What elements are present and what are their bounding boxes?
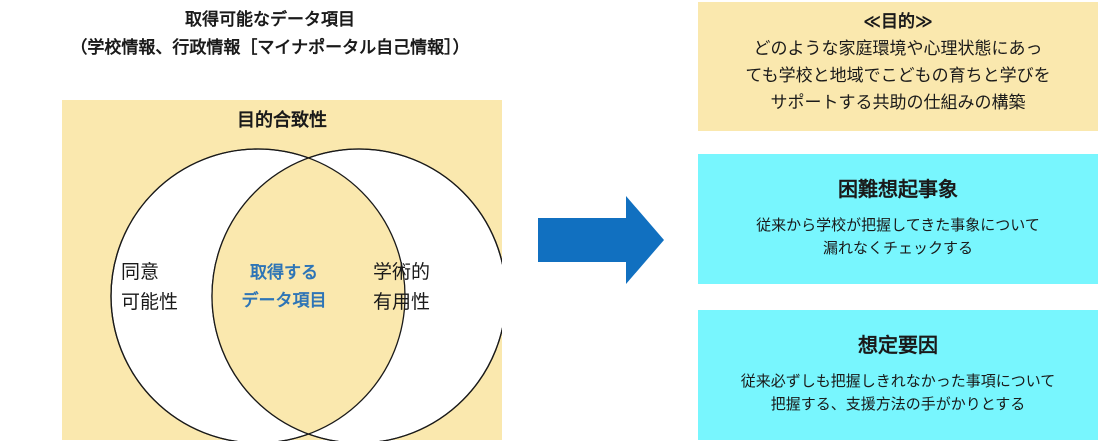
- right-arrow-icon: [538, 196, 664, 284]
- heading-line-2: （学校情報、行政情報［マイナポータル自己情報］）: [70, 38, 470, 58]
- difficulty-events-box: 困難想起事象 従来から学校が把握してきた事象について 漏れなくチェックする: [698, 154, 1098, 284]
- target-data-label-line-1: 取得する: [250, 262, 318, 283]
- purpose-box: ≪目的≫ どのような家庭環境や心理状態にあっ ても学校と地域でこどもの育ちと学び…: [698, 2, 1098, 131]
- assumed-factors-body: 従来必ずしも把握しきれなかった事項について 把握する、支援方法の手がかりとする: [698, 370, 1098, 416]
- data-items-heading: 取得可能なデータ項目 （学校情報、行政情報［マイナポータル自己情報］）: [20, 6, 520, 62]
- venn-diagram: 目的合致性 同意 可能性 学術的 有用性 取得する データ項目: [110, 109, 502, 441]
- difficulty-events-line: 従来から学校が把握してきた事象について: [756, 216, 1040, 234]
- consent-label-line-1: 同意: [121, 261, 159, 283]
- purpose-line: ても学校と地域でこどもの育ちと学びを: [745, 66, 1051, 86]
- purpose-line: サポートする共助の仕組みの構築: [770, 93, 1026, 113]
- difficulty-events-body: 従来から学校が把握してきた事象について 漏れなくチェックする: [698, 214, 1098, 260]
- academic-label-line-1: 学術的: [373, 261, 430, 283]
- academic-label-line-2: 有用性: [373, 291, 430, 313]
- difficulty-events-line: 漏れなくチェックする: [822, 239, 973, 257]
- heading-line-1: 取得可能なデータ項目: [185, 10, 355, 30]
- assumed-factors-line: 従来必ずしも把握しきれなかった事項について: [740, 372, 1056, 390]
- purpose-title: ≪目的≫: [863, 12, 933, 32]
- purpose-body: どのような家庭環境や心理状態にあっ ても学校と地域でこどもの育ちと学びを サポー…: [698, 36, 1098, 117]
- assumed-factors-box: 想定要因 従来必ずしも把握しきれなかった事項について 把握する、支援方法の手がか…: [698, 310, 1098, 440]
- purpose-line: どのような家庭環境や心理状態にあっ: [753, 39, 1043, 59]
- difficulty-events-title: 困難想起事象: [838, 177, 958, 201]
- purpose-fit-title: 目的合致性: [237, 109, 327, 131]
- target-data-label-line-2: データ項目: [242, 290, 327, 311]
- consent-label-line-2: 可能性: [121, 291, 178, 313]
- assumed-factors-line: 把握する、支援方法の手がかりとする: [770, 395, 1026, 413]
- assumed-factors-title: 想定要因: [858, 333, 938, 357]
- venn-intersection: [212, 149, 405, 441]
